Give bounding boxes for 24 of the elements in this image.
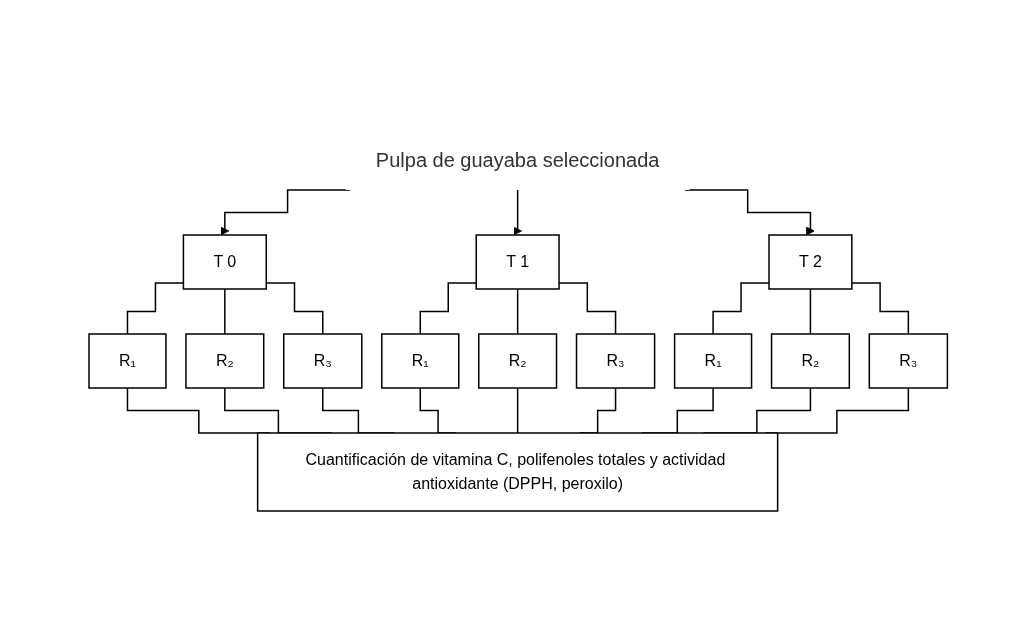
- node-box: R₃: [868, 333, 948, 389]
- node-box: R₃: [282, 333, 363, 389]
- arrow: [513, 189, 522, 236]
- node-text: Pulpa de guayaba seleccionada: [375, 149, 660, 171]
- arrow: [684, 189, 815, 236]
- connector: [126, 282, 184, 335]
- arrow: [220, 189, 351, 236]
- node-box: T 2: [768, 234, 853, 290]
- node-box: T 0: [182, 234, 267, 290]
- node-box: R₂: [477, 333, 558, 389]
- node-box: R₂: [185, 333, 265, 389]
- node-box: R₁: [380, 333, 460, 389]
- connector: [223, 288, 226, 335]
- connector: [516, 387, 519, 434]
- connector: [516, 288, 519, 335]
- node-box: Cuantificación de vitamina C, polifenoles totales y actividad antioxidante (DPPH, peroxilo): [256, 432, 779, 512]
- node-box: R₃: [575, 333, 656, 389]
- connector: [419, 282, 477, 335]
- node-box: R₂: [770, 333, 850, 389]
- connector: [558, 282, 617, 335]
- node-box: T 1: [475, 234, 560, 290]
- node-box: R₁: [673, 333, 753, 389]
- connector: [809, 288, 811, 335]
- node-box: R₁: [88, 333, 167, 389]
